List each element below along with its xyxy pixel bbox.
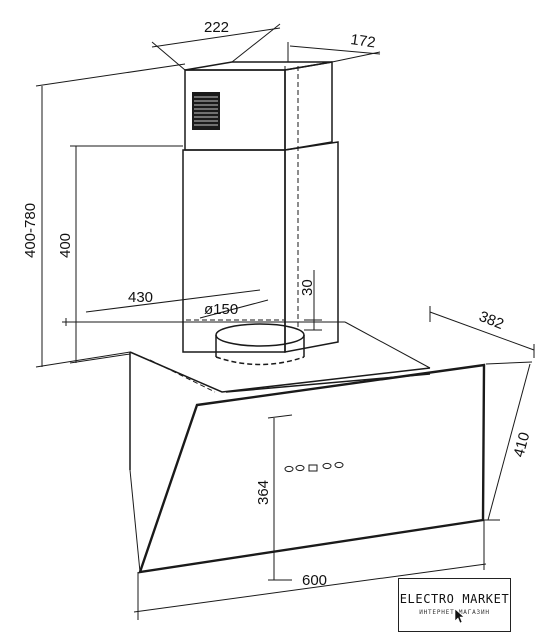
dimension-382: 382 [429,306,535,358]
dimension-600: 600 [133,520,487,620]
dimension-400: 400 [57,145,183,364]
dim-label-glass-height: 410 [510,430,533,459]
dim-label-overall-width: 600 [302,572,327,589]
dim-label-body-width: 430 [128,289,153,306]
outlet-collar [215,323,305,366]
dimension-410: 410 [480,361,533,521]
dim-label-outlet-diameter: ø150 [204,301,238,318]
hood-body [62,321,431,470]
dim-label-total-height: 400-780 [22,203,39,258]
logo-brand-name: ELECTRO MARKET [399,592,510,606]
dim-label-panel-height: 364 [255,480,272,505]
control-panel [284,461,344,473]
control-button-icon [284,465,294,473]
control-button-icon [295,464,305,472]
dimension-364: 364 [255,414,293,581]
vent-grille-icon [192,92,220,130]
exhaust-pipe-hidden [284,66,299,330]
control-button-icon [334,461,344,469]
dim-label-body-depth: 382 [477,308,507,333]
logo-tagline: ИНТЕРНЕТ-МАГАЗИН [419,609,490,616]
cursor-arrow-icon [454,608,465,624]
electro-market-logo: ELECTRO MARKET ИНТЕРНЕТ-МАГАЗИН [398,578,511,632]
control-button-icon [322,462,332,470]
dimension-430: 430 [62,289,345,326]
dimension-222: 222 [151,19,281,71]
control-button-icon [308,464,318,472]
dimension-400-780: 400-780 [22,63,186,368]
glass-front-panel [129,363,486,574]
dim-label-outlet-offset: 30 [299,279,316,296]
dim-label-duct-height: 400 [57,233,74,258]
dim-label-duct-width: 222 [204,19,229,36]
dimension-30: 30 [299,270,322,331]
dimension-172: 172 [287,31,381,63]
dimension-o150: ø150 [199,299,269,319]
dim-label-duct-depth: 172 [349,31,376,51]
